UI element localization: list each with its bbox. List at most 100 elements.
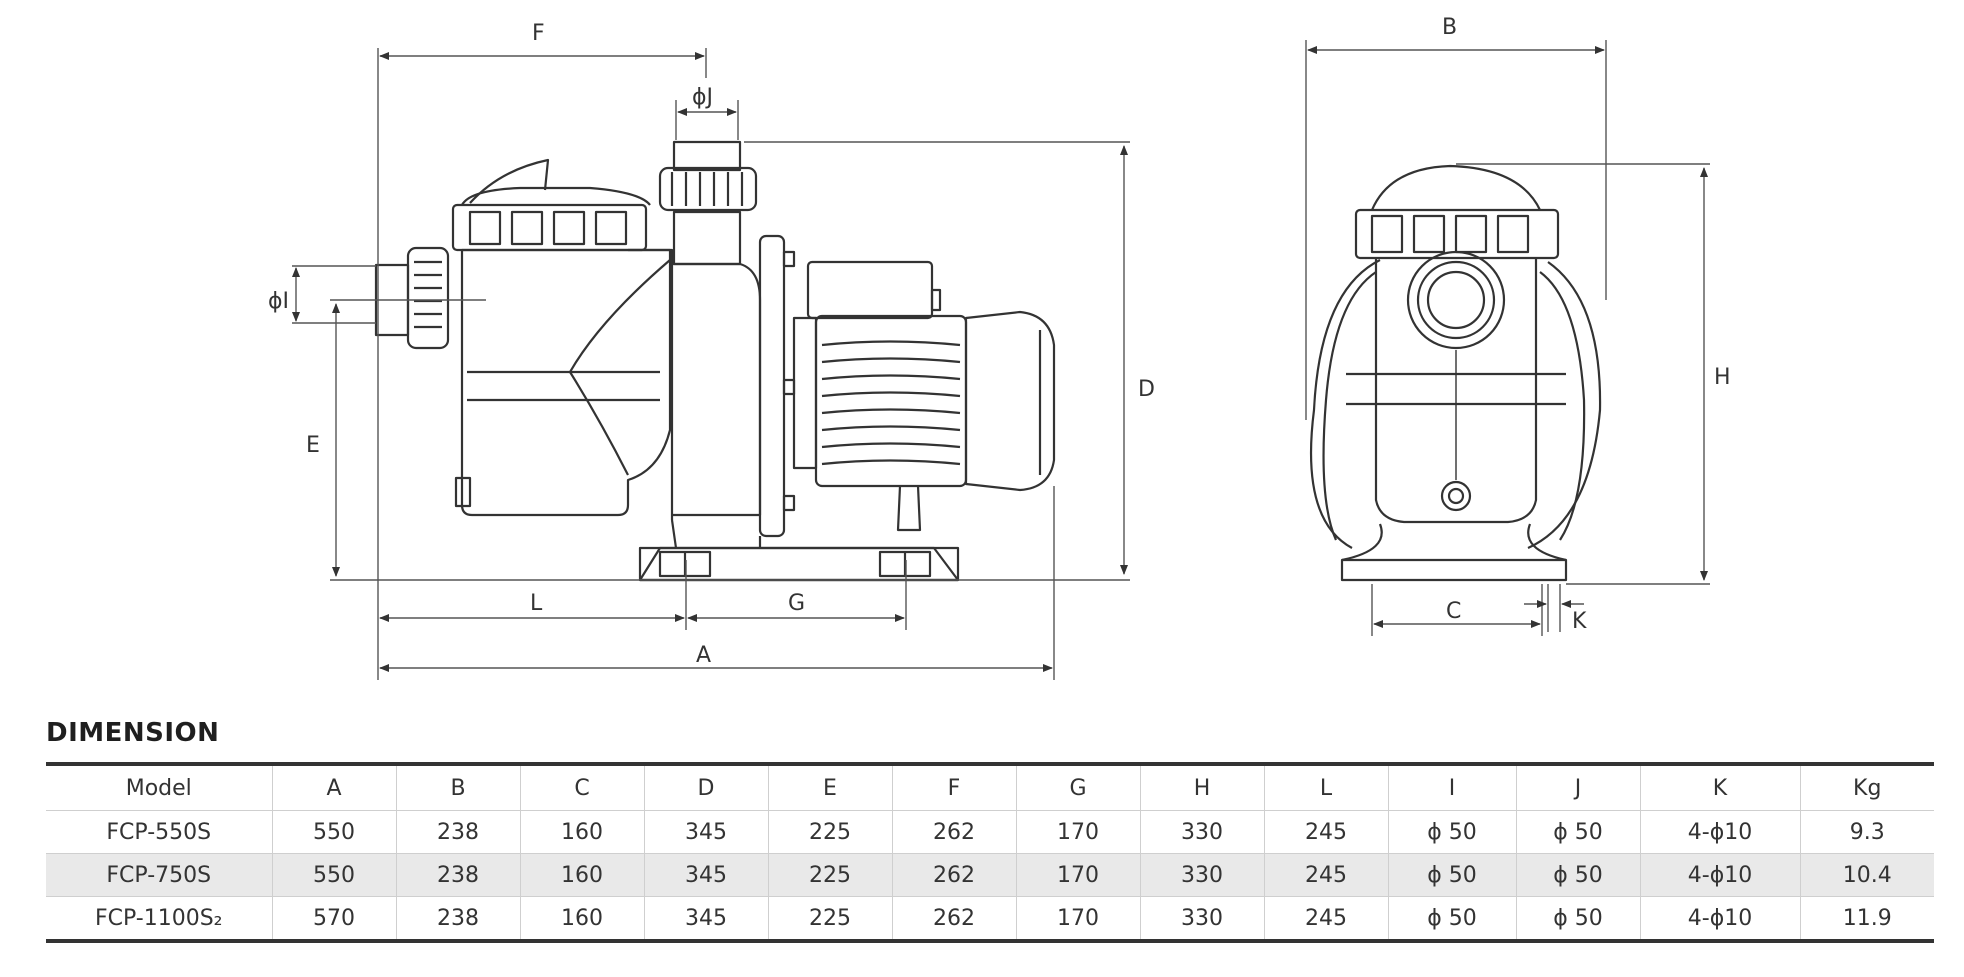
header-cell: I — [1387, 764, 1516, 811]
header-cell: H — [1139, 764, 1264, 811]
lid-ring — [451, 203, 648, 252]
table-cell: 262 — [891, 853, 1016, 897]
table-cell: 570 — [271, 896, 396, 941]
header-cell: L — [1263, 764, 1388, 811]
table-cell: 345 — [643, 810, 768, 854]
table-cell: 330 — [1139, 853, 1264, 897]
side-dimensions — [292, 48, 1130, 680]
table-cell: 160 — [519, 810, 644, 854]
table-cell: 330 — [1139, 896, 1264, 941]
table-cell: ϕ 50 — [1387, 810, 1516, 854]
table-cell: ϕ 50 — [1387, 896, 1516, 941]
label-i: ϕI — [268, 289, 289, 314]
table-cell: 245 — [1263, 810, 1388, 854]
strainer-body — [460, 248, 672, 517]
header-cell: D — [643, 764, 768, 811]
label-d: D — [1138, 377, 1155, 402]
table-header-row: Model A B C D E F G H L I J K Kg — [46, 764, 1934, 811]
table-cell: 11.9 — [1799, 896, 1934, 941]
table-cell: 4-ϕ10 — [1639, 896, 1800, 941]
table-cell: 345 — [643, 853, 768, 897]
dimension-table: Model A B C D E F G H L I J K Kg FCP-550… — [46, 762, 1934, 943]
outlet-neck — [672, 210, 742, 266]
header-cell: C — [519, 764, 644, 811]
table-cell: 170 — [1015, 810, 1140, 854]
header-cell: F — [891, 764, 1016, 811]
table-title: DIMENSION — [46, 718, 220, 748]
label-k: K — [1572, 609, 1587, 634]
table-cell: 330 — [1139, 810, 1264, 854]
table-cell: FCP-1100S₂ — [94, 905, 223, 931]
header-cell: E — [767, 764, 892, 811]
inlet-union — [406, 246, 450, 350]
table-cell: 238 — [395, 810, 520, 854]
lid-ring-front — [1354, 208, 1560, 260]
outlet-union — [658, 166, 758, 212]
table-cell: ϕ 50 — [1387, 853, 1516, 897]
side-view — [374, 140, 1056, 582]
table-cell: ϕ 50 — [1515, 853, 1640, 897]
table-cell: FCP-750S — [106, 862, 212, 888]
table-cell: 238 — [395, 896, 520, 941]
header-cell: Kg — [1799, 764, 1934, 811]
label-j: ϕJ — [692, 85, 713, 110]
drain-plug — [454, 476, 472, 508]
volute-outline — [1309, 259, 1381, 549]
lid-dome-front — [1370, 164, 1541, 211]
table-cell: 10.4 — [1799, 853, 1934, 897]
table-cell: 160 — [519, 896, 644, 941]
base-front — [1340, 523, 1568, 582]
label-e: E — [306, 433, 320, 458]
table-cell: 238 — [395, 853, 520, 897]
motor-flange — [758, 234, 786, 538]
side-labels: F ϕJ ϕI E D L G A — [268, 21, 1155, 668]
table-cell: 550 — [271, 853, 396, 897]
label-b: B — [1442, 15, 1457, 40]
header-cell: B — [395, 764, 520, 811]
label-a: A — [696, 643, 711, 668]
header-cell: K — [1639, 764, 1800, 811]
header-cell: J — [1515, 764, 1640, 811]
table-cell: ϕ 50 — [1515, 810, 1640, 854]
header-cell: Model — [46, 764, 272, 811]
outlet-pipe — [672, 140, 742, 172]
label-g: G — [788, 591, 805, 616]
label-h: H — [1714, 365, 1731, 390]
table-cell: FCP-550S — [106, 819, 212, 845]
header-cell: A — [271, 764, 396, 811]
table-cell: ϕ 50 — [1515, 896, 1640, 941]
table-cell: 262 — [891, 810, 1016, 854]
table-cell: 245 — [1263, 853, 1388, 897]
front-view — [1309, 164, 1602, 582]
terminal-box — [806, 260, 934, 320]
outlet-circle — [1406, 250, 1506, 350]
label-c: C — [1446, 599, 1461, 624]
table-cell: 345 — [643, 896, 768, 941]
table-cell: 160 — [519, 853, 644, 897]
table-cell: 225 — [767, 853, 892, 897]
label-l: L — [530, 591, 543, 616]
table-cell: 550 — [271, 810, 396, 854]
table-cell: 4-ϕ10 — [1639, 853, 1800, 897]
drain-front — [1440, 480, 1472, 512]
table-cell: 170 — [1015, 853, 1140, 897]
volute — [672, 262, 762, 517]
table-cell: 225 — [767, 810, 892, 854]
table-cell: 170 — [1015, 896, 1140, 941]
table-row: FCP-550S 550 238 160 345 225 262 170 330… — [46, 810, 1934, 854]
motor-foot — [896, 485, 922, 532]
table-row: FCP-1100S₂ 570 238 160 345 225 262 170 3… — [46, 896, 1934, 941]
table-cell: 9.3 — [1799, 810, 1934, 854]
fan-cover — [964, 310, 1056, 492]
front-labels: B H C K — [1442, 15, 1731, 634]
pump-drawing: F ϕJ ϕI E D L G A — [268, 15, 1731, 680]
table-cell: 225 — [767, 896, 892, 941]
table-row: FCP-750S 550 238 160 345 225 262 170 330… — [46, 853, 1934, 897]
table-cell: 245 — [1263, 896, 1388, 941]
header-cell: G — [1015, 764, 1140, 811]
label-f: F — [532, 21, 545, 46]
lid-handle — [469, 158, 550, 204]
lid-dome — [461, 186, 651, 206]
table-cell: 4-ϕ10 — [1639, 810, 1800, 854]
table-cell: 262 — [891, 896, 1016, 941]
